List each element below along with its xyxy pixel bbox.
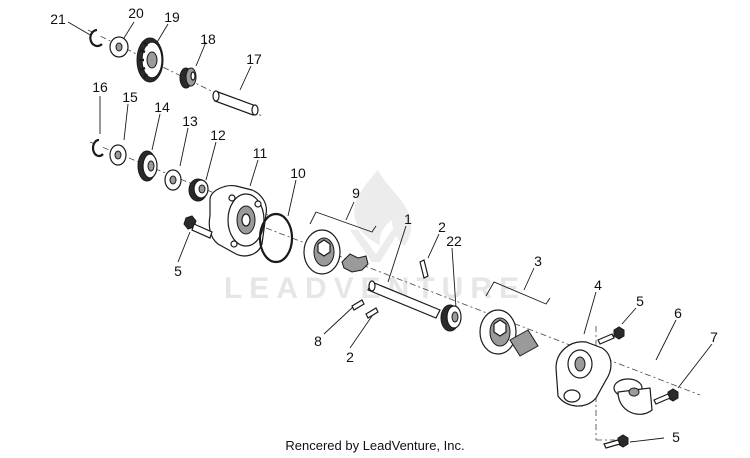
pin-2-lower bbox=[349, 307, 379, 349]
watermark-flame-icon bbox=[354, 170, 412, 246]
callout-19: 19 bbox=[164, 9, 180, 25]
bearing-12 bbox=[188, 141, 217, 202]
watermark-chevron-icon bbox=[350, 230, 400, 262]
callout-6: 6 bbox=[674, 305, 682, 321]
callout-3: 3 bbox=[534, 253, 542, 269]
callout-4: 4 bbox=[594, 277, 602, 293]
shaft-17 bbox=[212, 65, 259, 116]
callout-1: 1 bbox=[404, 211, 412, 227]
washer-20 bbox=[109, 21, 135, 58]
callout-14: 14 bbox=[154, 99, 170, 115]
callout-11: 11 bbox=[253, 145, 268, 161]
bearing-22 bbox=[440, 247, 462, 332]
callout-7: 7 bbox=[710, 329, 718, 345]
bolt-5-right-upper bbox=[597, 307, 637, 345]
callout-21: 21 bbox=[50, 11, 66, 27]
rotor-set-9 bbox=[303, 201, 377, 275]
callout-17: 17 bbox=[246, 51, 262, 67]
bolt-5-left bbox=[177, 215, 213, 263]
pump-housing-11 bbox=[208, 159, 267, 257]
callout-5-left: 5 bbox=[174, 263, 182, 279]
relief-valve-6 bbox=[613, 319, 677, 415]
callout-5-right: 5 bbox=[636, 293, 644, 309]
callout-2-lower: 2 bbox=[346, 349, 354, 365]
pump-cover-4 bbox=[555, 291, 612, 407]
gear-19 bbox=[136, 23, 169, 83]
pin-8 bbox=[323, 299, 365, 335]
gear-14 bbox=[137, 113, 161, 182]
render-credit-caption: Rencered by LeadVenture, Inc. bbox=[285, 438, 464, 453]
washer-13 bbox=[164, 127, 189, 191]
callout-12: 12 bbox=[210, 127, 226, 143]
callout-13: 13 bbox=[182, 113, 198, 129]
snap-ring-16 bbox=[91, 96, 104, 158]
gear-18 bbox=[179, 41, 207, 89]
callout-16: 16 bbox=[92, 79, 108, 95]
pump-shaft-1 bbox=[367, 225, 441, 319]
snap-ring-21 bbox=[67, 21, 103, 48]
pin-2-upper bbox=[419, 233, 440, 279]
callout-18: 18 bbox=[200, 31, 216, 47]
bolt-5-bottom bbox=[603, 434, 665, 449]
callout-9: 9 bbox=[352, 185, 360, 201]
callout-5-bottom: 5 bbox=[672, 429, 680, 445]
washer-15 bbox=[109, 103, 129, 166]
callout-22: 22 bbox=[446, 233, 462, 249]
rotor-set-3 bbox=[479, 267, 551, 357]
callout-10: 10 bbox=[290, 165, 306, 181]
callout-20: 20 bbox=[128, 5, 144, 21]
watermark: LEADVENTURE bbox=[224, 170, 519, 305]
bolt-7 bbox=[653, 343, 713, 405]
callout-15: 15 bbox=[122, 89, 138, 105]
o-ring-10 bbox=[258, 179, 297, 264]
callout-2-upper: 2 bbox=[438, 219, 446, 235]
axis-main-shaft bbox=[239, 217, 701, 396]
callout-8: 8 bbox=[314, 333, 322, 349]
